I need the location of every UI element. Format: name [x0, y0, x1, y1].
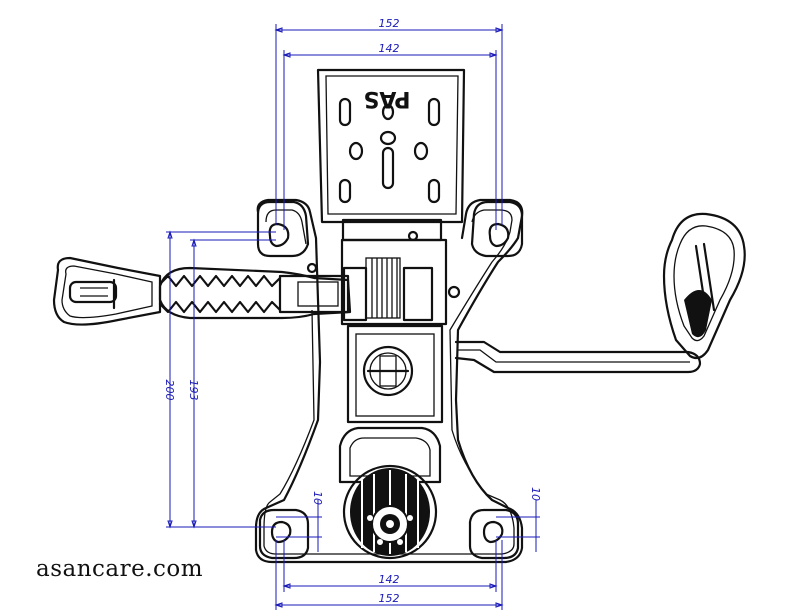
left-tilt-handle	[52, 256, 352, 326]
dim-bottom-inner: 142	[379, 573, 400, 586]
top-slot-right	[427, 97, 441, 127]
lower-box	[346, 324, 444, 424]
central-housing	[306, 218, 461, 424]
housing-right-block	[402, 266, 434, 322]
center-slot	[381, 146, 395, 190]
bottom-slot-right	[427, 178, 441, 204]
mount-hole-top-right	[488, 222, 510, 248]
handle-grip	[52, 256, 162, 326]
knob-housing	[338, 426, 442, 484]
housing-left-block	[342, 266, 368, 322]
lever-paddle	[662, 212, 746, 360]
center-disc	[362, 345, 414, 397]
dim-top-inner: 142	[379, 42, 400, 55]
tension-knob	[342, 464, 438, 560]
side-pin-right	[447, 285, 461, 299]
center-hole-1	[379, 130, 397, 146]
dim-top-outer: 152	[379, 17, 400, 30]
housing-block	[340, 238, 448, 326]
dim-bottom-outer: 152	[379, 592, 400, 605]
dim-right-gap: 10	[529, 487, 542, 501]
mount-hole-bottom-left	[270, 520, 292, 544]
dimension-labels: 152 142 200 193 10 10 142 152	[163, 17, 542, 605]
dimension-lines	[166, 24, 540, 610]
lower-box-inner	[355, 333, 435, 417]
housing-pin	[407, 230, 419, 242]
mount-hole-bottom-right	[482, 520, 504, 544]
side-hole-right	[413, 141, 429, 161]
dim-left-outer: 200	[163, 380, 176, 401]
top-plate: PAS	[316, 68, 466, 224]
rod-collar	[278, 274, 350, 314]
dim-left-inner: 193	[187, 380, 200, 401]
spring-coil	[365, 257, 401, 319]
bottom-slot-left	[338, 178, 352, 204]
side-hole-left	[348, 141, 364, 161]
mechanism-body	[254, 198, 524, 564]
top-slot-left	[338, 97, 352, 127]
top-hole-center	[381, 103, 395, 121]
mount-ears	[256, 200, 524, 560]
tension-knob-assembly	[338, 426, 442, 560]
watermark: asancare.com	[36, 556, 204, 582]
mount-hole-top-left	[268, 222, 290, 248]
plate-logo: PAS	[364, 86, 411, 111]
side-pin-left	[306, 262, 318, 274]
dim-left-gap: 10	[311, 491, 324, 505]
right-height-lever	[454, 212, 746, 374]
